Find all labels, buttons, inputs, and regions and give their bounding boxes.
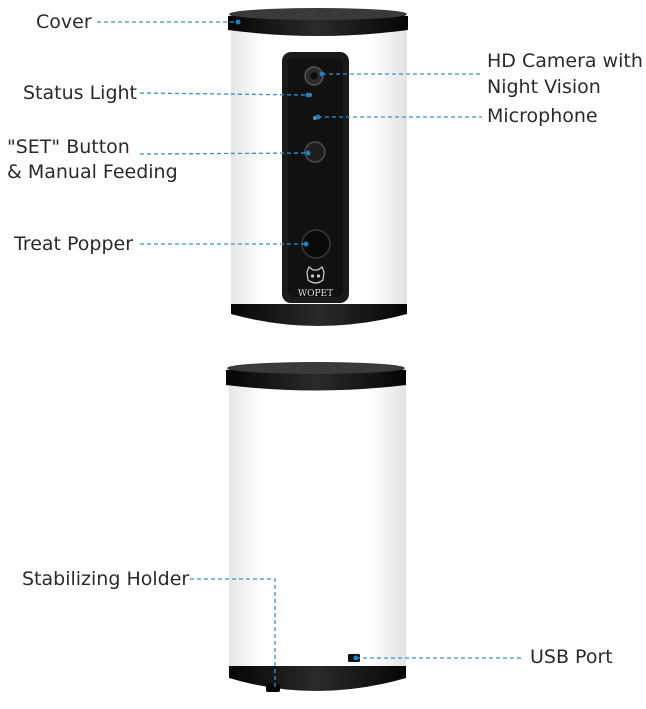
dog-logo-icon	[306, 266, 325, 284]
label-usb-port: USB Port	[530, 646, 613, 668]
stabilizing-holder-icon	[266, 684, 280, 692]
back-cover-rim	[227, 362, 405, 374]
front-panel-inner	[288, 58, 343, 297]
back-base-band	[229, 666, 406, 691]
front-cover-rim	[229, 8, 407, 20]
dot-cover	[235, 19, 241, 25]
label-treat-popper: Treat Popper	[14, 233, 134, 255]
dot-usb-port	[353, 655, 359, 661]
dot-microphone	[315, 114, 321, 120]
label-microphone: Microphone	[487, 105, 598, 127]
dot-status-light	[305, 92, 311, 98]
dot-set-button	[305, 150, 311, 156]
back-body	[229, 382, 406, 676]
label-camera-line2: Night Vision	[487, 76, 601, 98]
front-view: WOPET	[228, 8, 408, 326]
label-status-light: Status Light	[23, 82, 137, 104]
front-base-band	[231, 304, 407, 326]
label-cover: Cover	[36, 11, 92, 33]
leader-lines	[97, 21, 524, 690]
set-button-icon	[304, 141, 326, 163]
leader-set-button	[139, 152, 309, 155]
logo-text: WOPET	[298, 289, 333, 299]
label-set-button-line1: "SET" Button	[7, 136, 130, 158]
label-camera-line1: HD Camera with	[487, 50, 643, 72]
camera-lens-center-icon	[310, 72, 318, 80]
label-set-button-line2: & Manual Feeding	[7, 161, 178, 183]
dot-treat-popper	[303, 241, 309, 247]
label-stabilizing-holder: Stabilizing Holder	[22, 568, 190, 590]
leader-dots	[235, 19, 359, 661]
back-view	[226, 362, 406, 692]
leader-status-light	[139, 92, 309, 96]
dot-camera	[319, 71, 325, 77]
leader-stabilizing-holder	[190, 578, 276, 690]
